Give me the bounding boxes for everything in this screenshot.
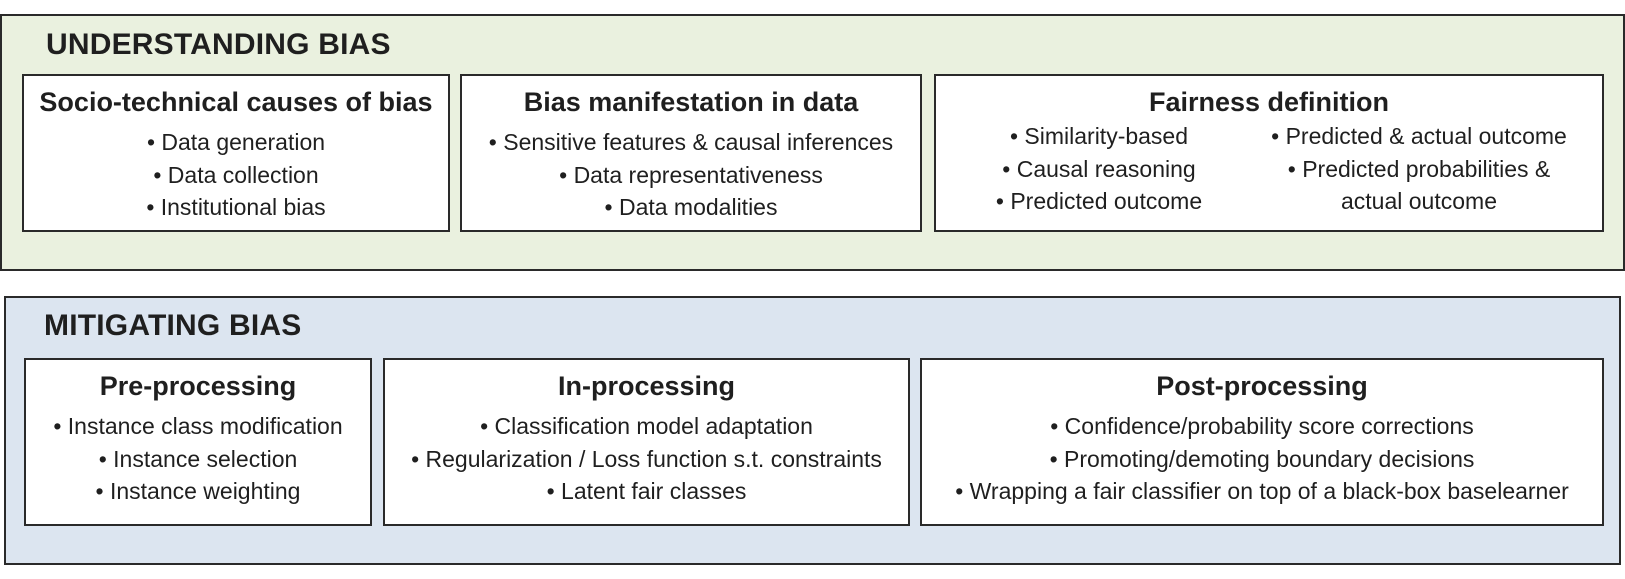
socio-technical-causes-box: Socio-technical causes of bias • Data ge… <box>22 74 450 232</box>
list-item: • Data generation <box>146 129 326 155</box>
bias-manifestation-box: Bias manifestation in data • Sensitive f… <box>460 74 922 232</box>
in-processing-box: In-processing • Classification model ada… <box>383 358 910 526</box>
box-title: Bias manifestation in data <box>523 87 859 117</box>
list-item: • Data collection <box>153 161 319 188</box>
fairness-right-column: • Predicted & actual outcome • Predicted… <box>1249 120 1589 218</box>
list-item: • Instance weighting <box>95 478 301 504</box>
list-item: • Predicted & actual outcome <box>1271 123 1567 149</box>
list-item: • Instance class modification <box>53 413 343 439</box>
list-item: • Predicted outcome <box>995 188 1203 214</box>
list-item: • Regularization / Loss function s.t. co… <box>411 445 882 472</box>
understanding-bias-title: UNDERSTANDING BIAS <box>46 28 391 61</box>
box-title: Fairness definition <box>1148 87 1390 117</box>
fairness-definition-box: Fairness definition • Similarity-based •… <box>934 74 1604 232</box>
fairness-left-column: • Similarity-based • Causal reasoning • … <box>949 120 1249 218</box>
list-item: • Predicted probabilities & <box>1287 155 1551 182</box>
mitigating-bias-title: MITIGATING BIAS <box>44 309 302 342</box>
post-processing-box: Post-processing • Confidence/probability… <box>920 358 1604 526</box>
box-title: In-processing <box>557 371 736 401</box>
box-title: Pre-processing <box>99 371 297 401</box>
list-item: • Sensitive features & causal inferences <box>488 129 894 155</box>
list-item: actual outcome <box>1341 188 1497 214</box>
list-item: • Instance selection <box>98 445 298 472</box>
list-item: • Similarity-based <box>1009 123 1189 149</box>
list-item: • Latent fair classes <box>546 478 747 504</box>
pre-processing-box: Pre-processing • Instance class modifica… <box>24 358 372 526</box>
list-item: • Causal reasoning <box>1002 155 1196 182</box>
box-title: Socio-technical causes of bias <box>39 87 433 117</box>
list-item: • Wrapping a fair classifier on top of a… <box>955 478 1569 504</box>
list-item: • Confidence/probability score correctio… <box>1050 413 1474 439</box>
list-item: • Data representativeness <box>559 161 823 188</box>
list-item: • Data modalities <box>604 194 778 220</box>
list-item: • Promoting/demoting boundary decisions <box>1049 445 1475 472</box>
list-item: • Classification model adaptation <box>480 413 813 439</box>
box-title: Post-processing <box>1156 371 1368 401</box>
list-item: • Institutional bias <box>146 194 326 220</box>
